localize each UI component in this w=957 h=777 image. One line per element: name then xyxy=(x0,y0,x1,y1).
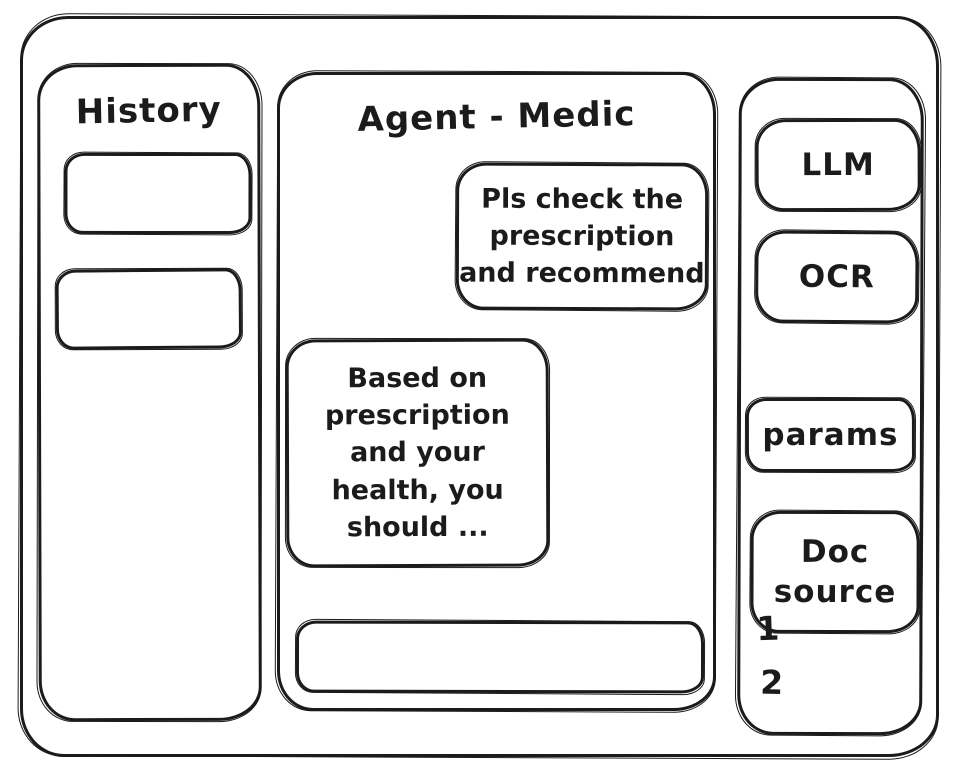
params-button[interactable]: params xyxy=(745,397,915,473)
tools-sidebar: LLM OCR params Doc source 1 2 xyxy=(737,77,924,736)
ocr-button[interactable]: OCR xyxy=(754,230,919,324)
user-message-line: prescription xyxy=(489,220,675,253)
doc-source-button-label: Doc source xyxy=(773,533,897,611)
history-item[interactable] xyxy=(55,268,243,350)
doc-source-item-1[interactable]: 1 xyxy=(755,608,781,649)
user-message-line: and recommend xyxy=(459,257,705,290)
user-message-line: Pls check the xyxy=(481,183,684,215)
assistant-message-line: health, you xyxy=(331,474,504,506)
history-title: History xyxy=(75,89,223,133)
assistant-message-line: prescription xyxy=(324,399,510,432)
assistant-message-bubble: Based on prescription and your health, y… xyxy=(285,338,550,568)
doc-source-item-2[interactable]: 2 xyxy=(759,662,784,703)
chat-input[interactable] xyxy=(295,620,705,694)
ocr-button-label: OCR xyxy=(798,258,875,296)
user-message-bubble: Pls check the prescription and recommend xyxy=(455,162,709,311)
chat-title: Agent - Medic xyxy=(357,94,636,140)
chat-panel: Agent - Medic Pls check the prescription… xyxy=(277,72,716,711)
llm-button-label: LLM xyxy=(801,146,875,184)
history-item[interactable] xyxy=(64,152,252,235)
assistant-message-line: Based on xyxy=(347,362,488,395)
assistant-message-line: should ... xyxy=(346,511,489,544)
history-sidebar: History xyxy=(37,63,262,722)
llm-button[interactable]: LLM xyxy=(755,118,921,212)
assistant-message-line: and your xyxy=(350,437,485,469)
params-button-label: params xyxy=(762,416,899,454)
